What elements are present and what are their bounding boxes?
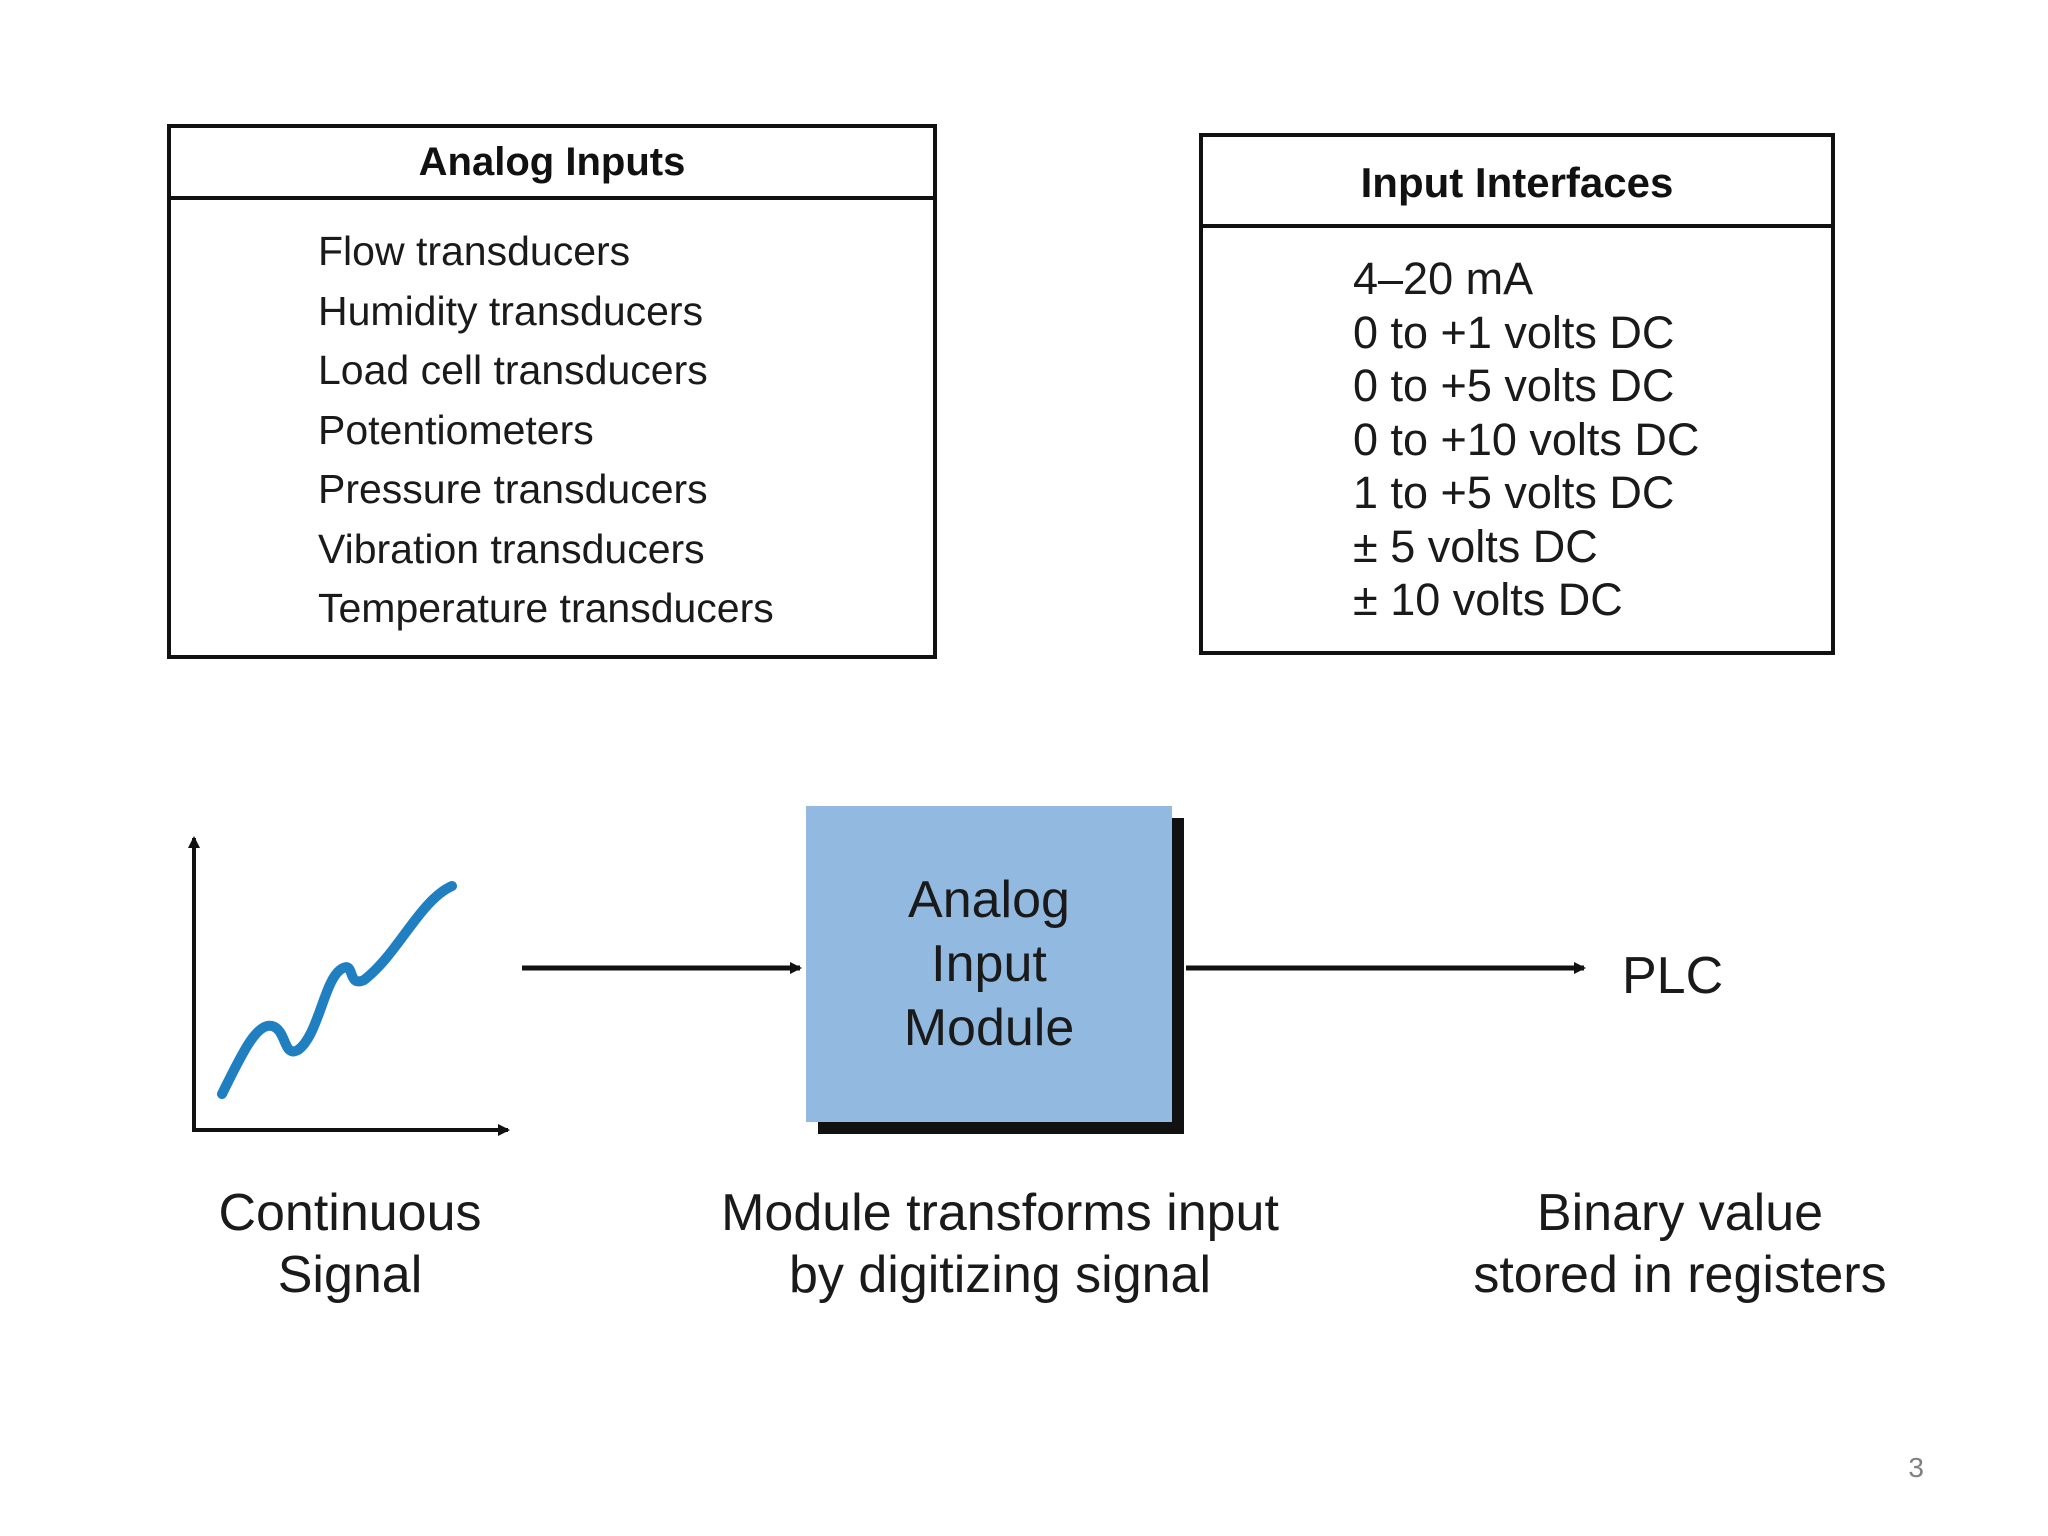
caption-line: Binary value bbox=[1536, 1184, 1824, 1242]
input-interface-item: 4–20 mA bbox=[1353, 253, 1534, 304]
analog-input-item: Pressure transducers bbox=[318, 466, 708, 512]
caption-line: by digitizing signal bbox=[788, 1246, 1212, 1304]
module-label-line: Input bbox=[931, 935, 1047, 993]
caption-line: stored in registers bbox=[1473, 1246, 1887, 1304]
module-label-line: Analog bbox=[908, 871, 1070, 929]
input-interfaces-table: Input Interfaces 4–20 mA 0 to +1 volts D… bbox=[1199, 133, 1835, 655]
analog-input-item: Vibration transducers bbox=[318, 525, 705, 572]
caption-module-transforms: Module transforms input by digitizing si… bbox=[680, 1182, 1320, 1306]
input-interfaces-title: Input Interfaces bbox=[1203, 137, 1831, 228]
input-interface-item: 0 to +5 volts DC bbox=[1353, 360, 1675, 411]
analog-input-item: Load cell transducers bbox=[318, 347, 708, 393]
analog-input-module: Analog Input Module bbox=[806, 806, 1172, 1122]
caption-continuous-signal: Continuous Signal bbox=[150, 1182, 550, 1306]
analog-inputs-title: Analog Inputs bbox=[171, 128, 933, 200]
page-number: 3 bbox=[1908, 1452, 1924, 1483]
input-interfaces-list: 4–20 mA 0 to +1 volts DC 0 to +5 volts D… bbox=[1353, 252, 1699, 627]
signal-graph bbox=[188, 836, 510, 1136]
continuous-signal-curve bbox=[217, 881, 457, 1099]
caption-line: Signal bbox=[277, 1246, 423, 1304]
caption-binary-value: Binary value stored in registers bbox=[1420, 1182, 1940, 1306]
input-interface-item: ± 10 volts DC bbox=[1353, 574, 1623, 625]
analog-input-item: Flow transducers bbox=[318, 228, 631, 274]
input-interface-item: 1 to +5 volts DC bbox=[1353, 467, 1675, 518]
caption-line: Module transforms input bbox=[721, 1184, 1279, 1242]
input-interface-item: 0 to +10 volts DC bbox=[1353, 413, 1700, 465]
analog-input-item: Humidity transducers bbox=[318, 287, 704, 334]
caption-line: Continuous bbox=[218, 1184, 482, 1242]
module-label-line: Module bbox=[903, 999, 1075, 1057]
analog-inputs-table: Analog Inputs Flow transducers Humidity … bbox=[167, 124, 937, 659]
analog-inputs-list: Flow transducers Humidity transducers Lo… bbox=[318, 222, 774, 639]
plc-label: PLC bbox=[1622, 947, 1724, 1005]
analog-input-item: Temperature transducers bbox=[318, 585, 774, 631]
analog-input-item: Potentiometers bbox=[318, 406, 594, 453]
input-interface-item: ± 5 volts DC bbox=[1353, 520, 1598, 572]
input-interface-item: 0 to +1 volts DC bbox=[1353, 306, 1675, 358]
